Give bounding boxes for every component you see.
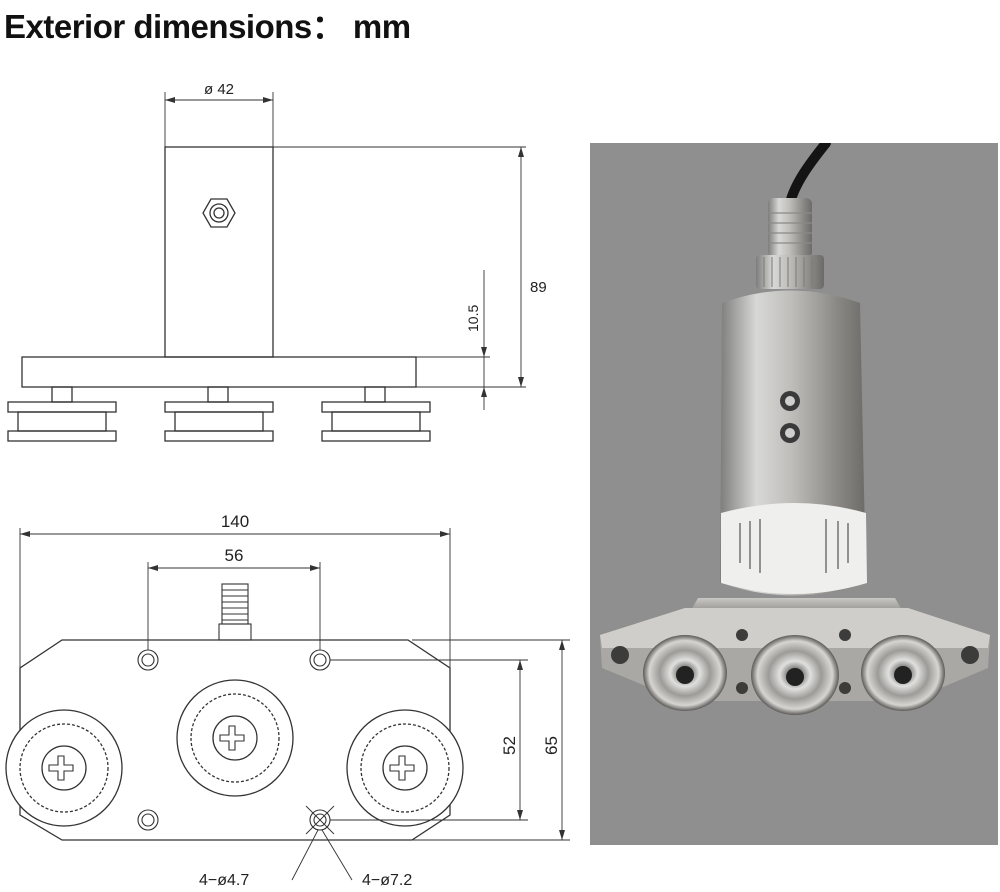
bottom-wheels <box>5 679 464 827</box>
cross-screw-icons <box>48 725 415 781</box>
page-title: Exterior dimensions： mm <box>4 8 411 45</box>
height-label: 89 <box>530 279 547 296</box>
width-label: 140 <box>221 512 249 531</box>
bottom-arrowheads <box>20 531 565 840</box>
photo-wheels <box>643 635 945 715</box>
depth-label: 65 <box>542 736 561 755</box>
side-dimension-lines <box>164 92 526 410</box>
product-photo <box>590 143 998 845</box>
diameter-label: ø 42 <box>204 81 234 98</box>
base-thickness-label: 10.5 <box>465 305 481 332</box>
connector-stub <box>218 583 252 641</box>
side-view-wheels <box>7 386 431 442</box>
vertical-hole-spacing-label: 52 <box>500 736 519 755</box>
bottom-dimension-lines <box>19 528 570 881</box>
side-arrowheads <box>165 97 524 397</box>
hole-spacing-label: 56 <box>225 546 244 565</box>
side-view-body <box>21 146 417 388</box>
hex-nut-icon <box>202 198 236 228</box>
large-hole-label: 4−ø7.2 <box>362 872 412 889</box>
small-hole-label: 4−ø4.7 <box>199 872 249 889</box>
